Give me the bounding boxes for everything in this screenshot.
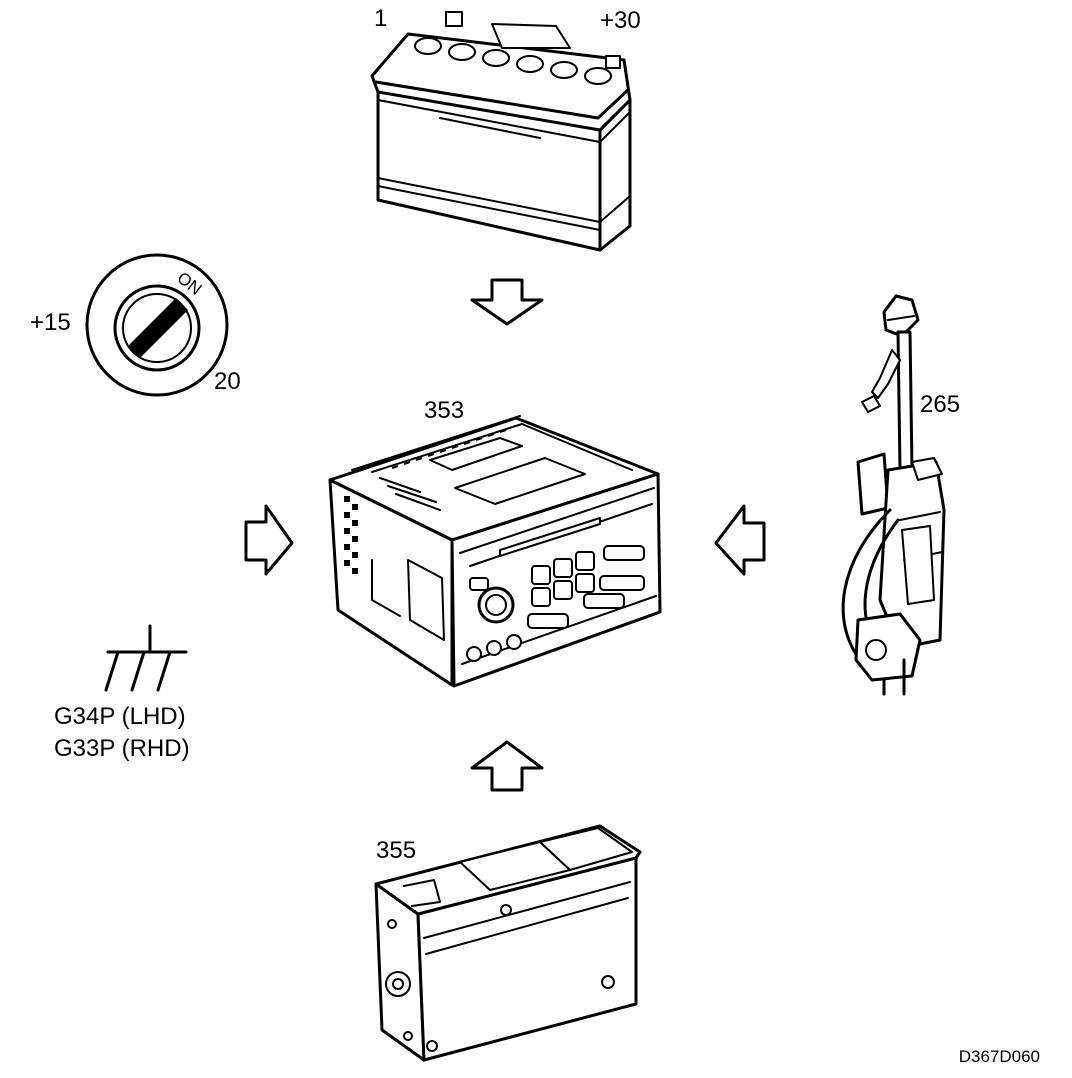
cd-changer-icon <box>374 824 642 1062</box>
figure-code-label: D367D060 <box>959 1047 1040 1066</box>
battery-positive-label: +30 <box>600 7 641 34</box>
battery-negative-label: 1 <box>374 5 387 32</box>
ground-symbol-icon <box>104 624 188 692</box>
battery-icon <box>370 11 632 252</box>
radio-unit-label: 353 <box>424 397 464 424</box>
ignition-input-label: +15 <box>30 309 71 336</box>
ground-rhd-label: G33P (RHD) <box>54 735 190 762</box>
ignition-switch-icon <box>85 253 229 397</box>
antenna-label: 265 <box>920 391 960 418</box>
power-antenna-icon <box>841 294 946 696</box>
ignition-number-label: 20 <box>214 368 241 395</box>
cd-changer-label: 355 <box>376 837 416 864</box>
radio-unit-icon <box>328 415 662 688</box>
hollow-arrow-icon <box>244 278 766 792</box>
ground-lhd-label: G34P (LHD) <box>54 703 186 730</box>
